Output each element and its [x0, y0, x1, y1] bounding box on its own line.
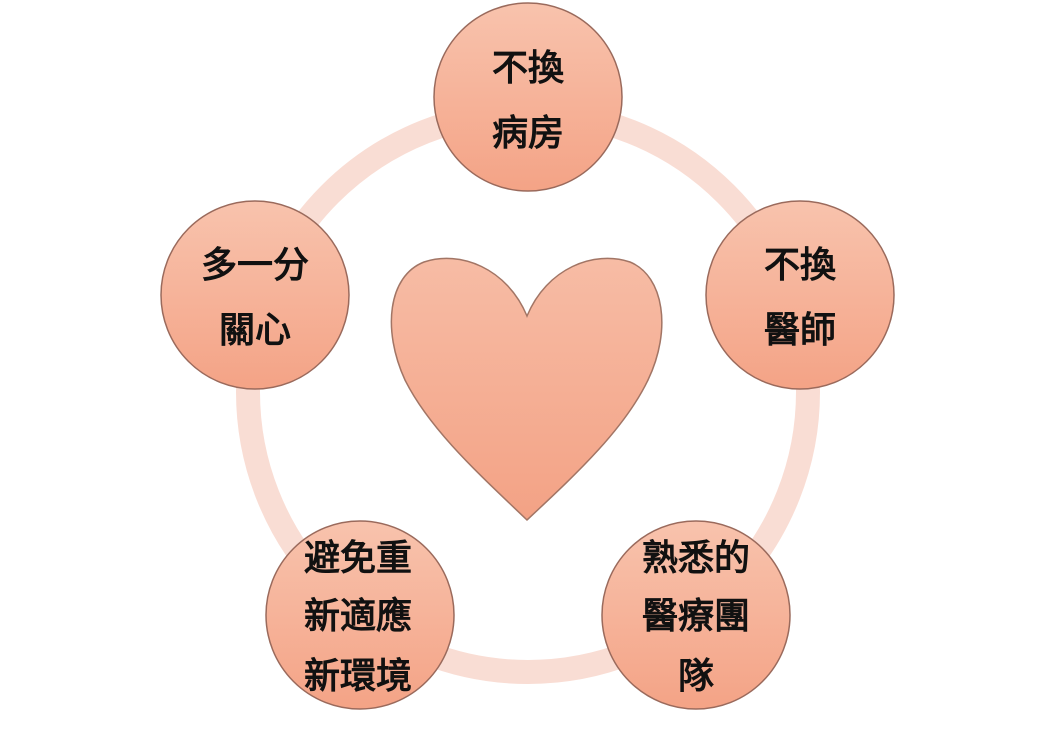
node-left: 多一分 關心: [160, 200, 350, 390]
node-right-circle: [705, 200, 895, 390]
node-left-circle: [160, 200, 350, 390]
node-bottom-right: 熟悉的 醫療團 隊: [601, 520, 791, 710]
node-right-line-2: 醫師: [764, 310, 836, 351]
node-bottom-left-line-2: 新適應: [304, 595, 412, 637]
node-right: 不換 醫師: [705, 200, 895, 390]
node-top-circle: [433, 2, 623, 192]
node-bottom-left: 避免重 新適應 新環境: [265, 520, 455, 710]
node-bottom-right-line-3: 隊: [678, 656, 714, 697]
node-bottom-left-line-1: 避免重: [304, 538, 412, 579]
node-left-line-2: 關心: [219, 310, 291, 351]
node-top-line-1: 不換: [492, 48, 565, 89]
node-bottom-right-line-1: 熟悉的: [642, 538, 750, 579]
node-left-line-1: 多一分: [201, 245, 309, 286]
node-right-line-1: 不換: [764, 245, 837, 286]
node-top: 不換 病房: [433, 2, 623, 192]
node-top-line-2: 病房: [492, 113, 564, 154]
node-bottom-right-circle: [601, 520, 791, 710]
node-bottom-left-circle: [265, 520, 455, 710]
node-bottom-right-line-2: 醫療團: [642, 596, 750, 637]
heart-icon: [390, 257, 663, 522]
node-bottom-left-line-3: 新環境: [304, 656, 412, 697]
